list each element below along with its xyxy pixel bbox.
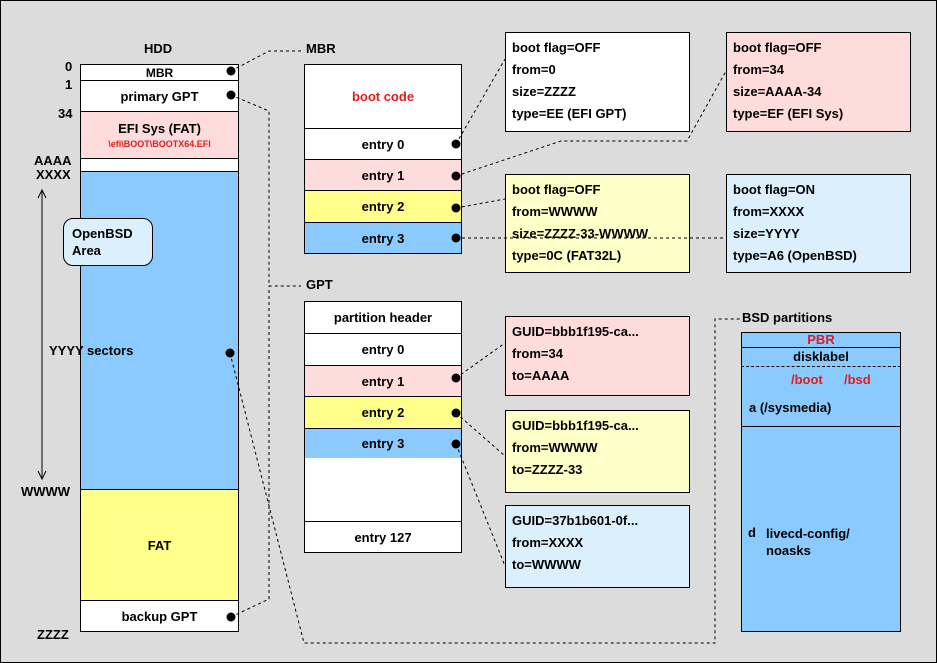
connector-mbr-entry1 (455, 70, 727, 177)
efi-path: \efi\BOOT\BOOTX64.EFI (108, 139, 211, 149)
dot-hdd-primary-gpt (226, 90, 236, 100)
dot-gpt-entry3 (451, 439, 461, 449)
connector-mbr-entry2 (455, 198, 506, 209)
bsd-partitions-title: BSD partitions (742, 310, 833, 325)
connector-primary-gpt (230, 94, 301, 287)
mbr-entry-1: entry 1 (304, 159, 462, 191)
connector-yyyy-bsd (229, 318, 741, 644)
dot-mbr-entry1 (451, 171, 461, 181)
gpt-entry-2: entry 2 (304, 396, 462, 429)
bsd-boot-file: /boot (791, 372, 823, 387)
offset-aaaa: AAAA (34, 153, 72, 168)
bsd-divider-pbr (741, 347, 901, 348)
bsd-divider-a (741, 426, 901, 427)
mbr-title: MBR (306, 41, 336, 56)
connector-backup-gpt (230, 286, 270, 618)
bsd-divider-disklabel (741, 366, 901, 367)
connector-gpt-entry2 (455, 412, 506, 457)
dot-hdd-backup-gpt (226, 612, 236, 622)
efi-sys-label: EFI Sys (FAT) (118, 121, 201, 136)
dot-mbr-entry3 (451, 233, 461, 243)
mbr-entry-2: entry 2 (304, 190, 462, 223)
yyyy-span-arrow-bottom (37, 470, 47, 481)
connector-gpt-entry1 (455, 342, 506, 379)
gpt-entry-127: entry 127 (304, 521, 462, 553)
connector-gpt-entry3 (455, 443, 506, 567)
dot-gpt-entry1 (451, 373, 461, 383)
offset-wwww: WWWW (21, 484, 71, 499)
bsd-pbr: PBR (807, 332, 835, 347)
bsd-bsd-file: /bsd (844, 372, 871, 387)
bsd-partitions-box (741, 332, 901, 632)
gpt-entry-3: entry 3 (304, 428, 462, 459)
dot-hdd-openbsd (225, 348, 235, 358)
hdd-efi-sys: EFI Sys (FAT) \efi\BOOT\BOOTX64.EFI (80, 111, 239, 159)
gpt-entry-1: entry 1 (304, 365, 462, 397)
offset-0: 0 (65, 59, 73, 74)
hdd-primary-gpt: primary GPT (80, 80, 239, 112)
bsd-disklabel: disklabel (793, 349, 849, 364)
bsd-partition-d-letter: d (748, 525, 756, 540)
dot-gpt-entry2 (451, 408, 461, 418)
connector-mbr (230, 50, 301, 72)
yyyy-span-arrow-top (37, 188, 47, 199)
connector-mbr-entry0 (455, 58, 506, 145)
offset-xxxx: XXXX (36, 167, 71, 182)
openbsd-area-label: OpenBSD Area (63, 218, 153, 266)
offset-zzzz: ZZZZ (37, 627, 69, 642)
offset-34: 34 (58, 106, 73, 121)
mbr-entry-3: entry 3 (304, 222, 462, 254)
offset-1: 1 (65, 77, 73, 92)
mbr-entry-0: entry 0 (304, 128, 462, 160)
hdd-title: HDD (144, 41, 173, 56)
dot-mbr-entry0 (451, 139, 461, 149)
bsd-partition-d: livecd-config/ noasks (766, 526, 850, 558)
hdd-backup-gpt: backup GPT (80, 600, 239, 632)
yyyy-sectors-label: YYYY sectors (49, 343, 134, 358)
mbr-boot-code: boot code (304, 64, 462, 129)
gpt-title: GPT (306, 277, 333, 292)
bsd-partition-a: a (/sysmedia) (749, 400, 832, 415)
gpt-entry-0: entry 0 (304, 333, 462, 366)
dot-hdd-mbr (226, 66, 236, 76)
gpt-entries-gap (304, 458, 462, 522)
dot-mbr-entry2 (451, 203, 461, 213)
